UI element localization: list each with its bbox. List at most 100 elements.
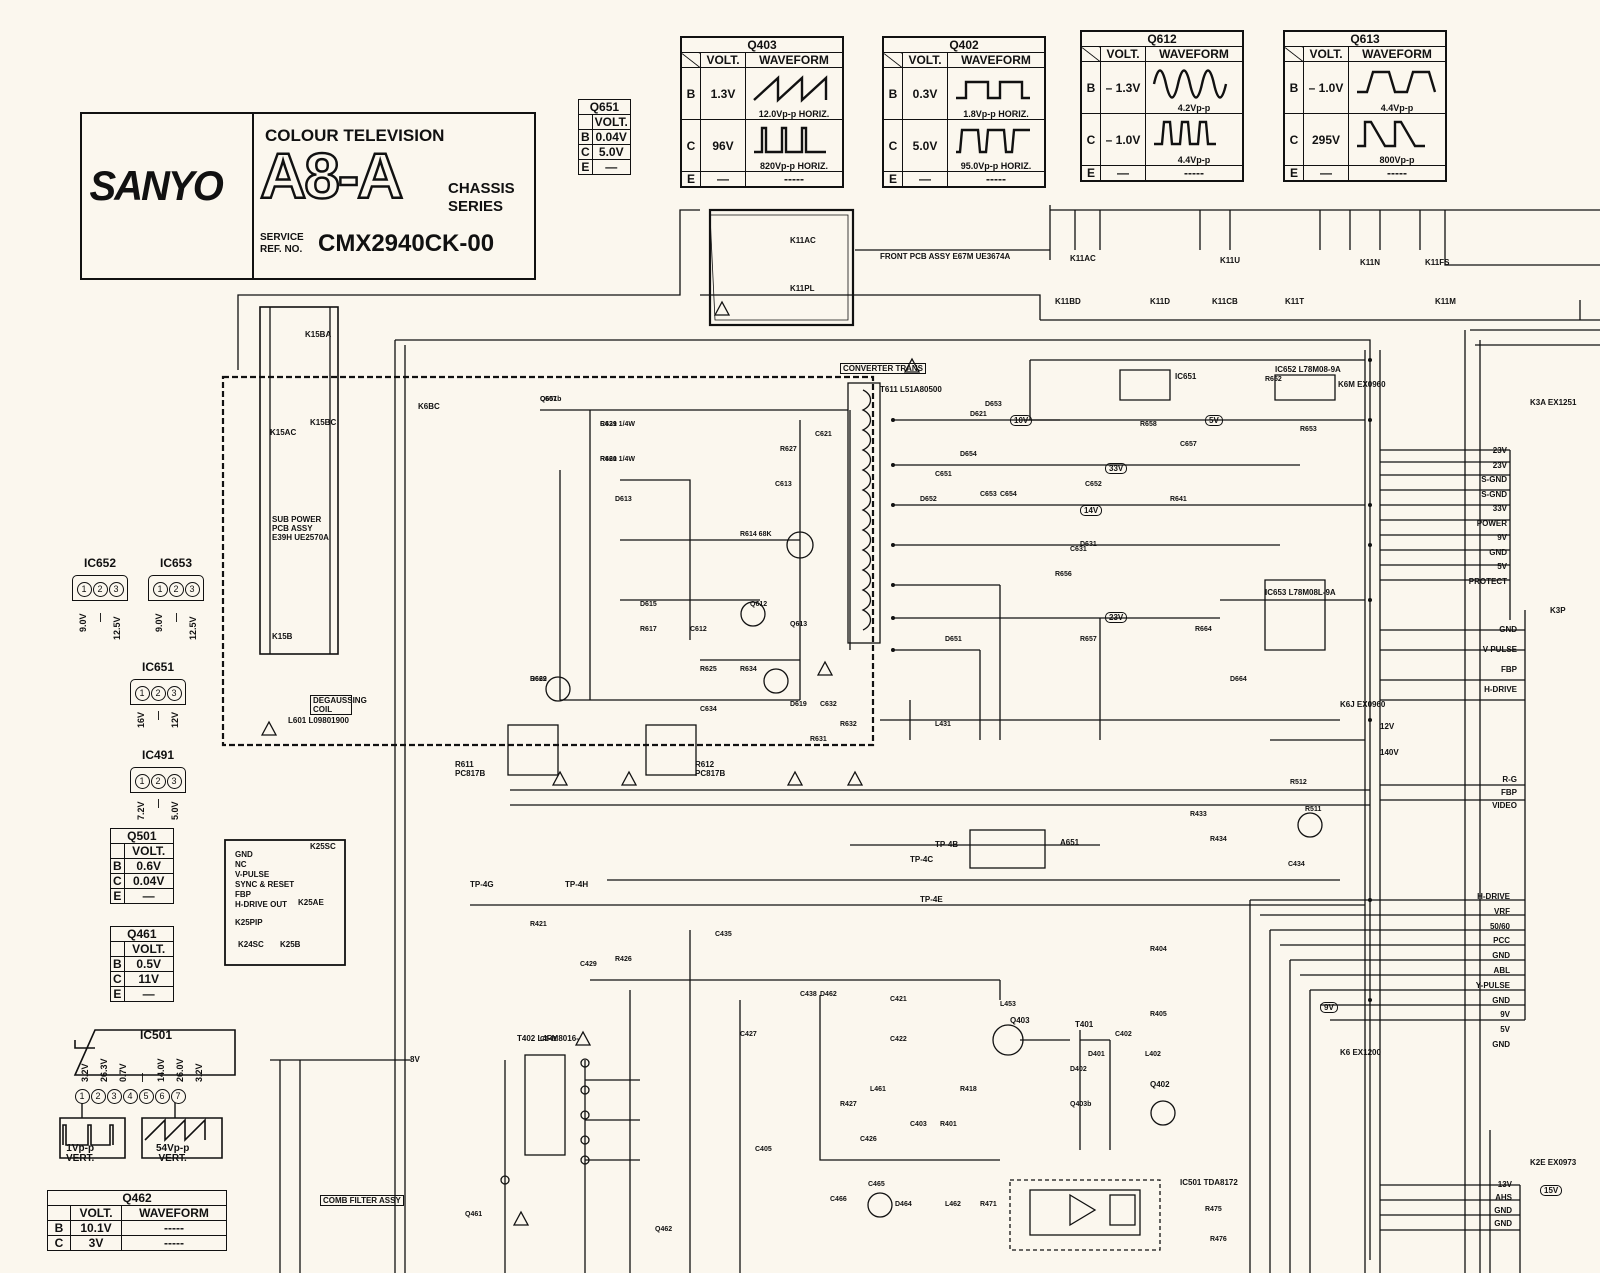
part-reference: C621 [815,431,832,438]
part-reference: C613 [775,481,792,488]
wt-c-caption: 820Vp-p HORIZ. [759,161,828,171]
k15b-label: K15B [272,632,293,641]
q501-volt: — [123,888,174,904]
wt-title: Q402 [882,36,1046,53]
k11ac-label: K11AC [790,236,816,245]
k2e-pin-label: 13V [1497,1180,1512,1189]
rail-23v: 23V [1105,612,1128,623]
wt-b-caption: 4.2Vp-p [1177,103,1211,113]
ic651-v2: — [153,711,163,720]
ic501-label: IC501 [140,1028,173,1042]
wt-c-volt: 96V [700,119,746,172]
service-label-2: REF. NO. [260,244,303,255]
tp4h-label: TP-4H [565,880,589,889]
k6m-label: K6M EX0960 [1338,380,1386,389]
k2d-pin-label: GND [1492,1040,1510,1049]
ic491-label: IC491 [142,748,175,762]
ic501-pin-voltage: 14.0V [156,1058,166,1082]
k15bc-label: K15BC [310,418,337,427]
ic652-label: IC652 [84,556,117,570]
ic501-pin-voltage: 3.2V [80,1063,90,1082]
k2e-pin-label: GND [1494,1206,1512,1215]
part-reference: C426 [860,1136,877,1143]
tp4g-label: TP-4G [470,880,494,889]
k3a-pin-label: 9V [1497,533,1507,542]
k11cb-label: K11CB [1212,297,1238,306]
wt-volt-col: VOLT. [902,52,948,68]
k11d-label: K11D [1150,297,1171,306]
chassis-name: A8-A [259,140,405,212]
part-reference: C427 [740,1031,757,1038]
part-reference: C651 [935,471,952,478]
ic653-v2: — [171,613,181,622]
k2d-pin-label: Y-PULSE [1475,980,1510,990]
ic501-pin-voltage: 26.3V [99,1058,109,1082]
q461-title: Q461 [110,926,174,942]
part-reference: L453 [1000,1001,1016,1008]
k11fs-label: K11FS [1425,258,1450,267]
part-reference: R433 [1190,811,1207,818]
part-reference: Q462 [655,1226,673,1233]
part-reference: D664 [1230,676,1247,683]
ic501-pin-voltage: 26.0V [175,1058,185,1082]
part-reference: R664 [1195,626,1212,633]
q651-title: Q651 [578,99,631,115]
k25-pin-label: V-PULSE [235,870,270,879]
wt-e-volt: — [1303,165,1349,182]
part-reference: R621 1/4W [600,421,636,428]
part-reference: R632 [840,721,857,728]
converter-trans-label: CONVERTER TRANS [840,363,927,374]
rail-8v: 8V [410,1055,420,1064]
wt-b-volt: 0.3V [902,67,948,120]
part-reference: R617 [640,626,657,633]
q462-wave-col: WAVEFORM [121,1205,227,1221]
q612-waveform-table: Q612 VOLT.WAVEFORM B– 1.3V 4.2Vp-p C– 1.… [1080,30,1244,182]
part-reference: R476 [1210,1236,1227,1243]
k25-connector-id: K24SC [238,940,264,949]
k3a-pin-label: GND [1489,547,1507,557]
part-reference: R404 [1150,946,1167,953]
part-reference: R426 [615,956,632,963]
a651-label: A651 [1060,838,1080,847]
k25-pin-label: GND [235,850,253,859]
q501-pin: E [110,888,125,904]
part-reference: D652 [920,496,937,503]
part-reference: R421 [530,921,547,928]
q501-pin: C [110,873,125,889]
q461-col: VOLT. [123,941,174,957]
part-reference: R627 [780,446,797,453]
wt-title: Q612 [1080,30,1244,47]
k11pl-label: K11PL [790,284,815,293]
front-pcb-label: FRONT PCB ASSY E67M UE3674A [880,252,1011,261]
q461-pin: C [110,971,125,987]
part-reference: C421 [890,996,907,1003]
wt-c-waveform [956,128,1030,154]
k25-connector-id: K25SC [310,842,336,851]
rail-12v: 12V [1380,722,1395,731]
ic651-v1: 16V [136,711,146,728]
part-reference: D401 [1088,1051,1105,1058]
k11n-label: K11N [1360,258,1381,267]
wt-title: Q613 [1283,30,1447,47]
wt-wave-col: WAVEFORM [1145,46,1244,62]
brand-logo: SANYO [89,162,223,209]
k25-pin-label: FBP [235,890,251,899]
degaussing-coil-label: DEGAUSSING COIL [310,695,367,715]
comb-filter-label: COMB FILTER ASSY [320,1195,404,1206]
part-reference: Q461 [465,1211,483,1218]
part-reference: D619 [790,701,807,708]
tp4e-label: TP-4E [920,895,943,904]
k6j-label: K6J EX0960 [1340,700,1386,709]
k2d-pin-label: H-DRIVE [1477,892,1510,901]
ic501-wave2-type: VERT. [158,1153,187,1164]
part-reference: C634 [700,706,717,713]
part-reference: C439 [600,421,617,428]
ic491-v1: 7.2V [136,801,146,820]
service-label-1: SERVICE [260,232,304,243]
wt-b-volt: – 1.3V [1100,61,1146,114]
